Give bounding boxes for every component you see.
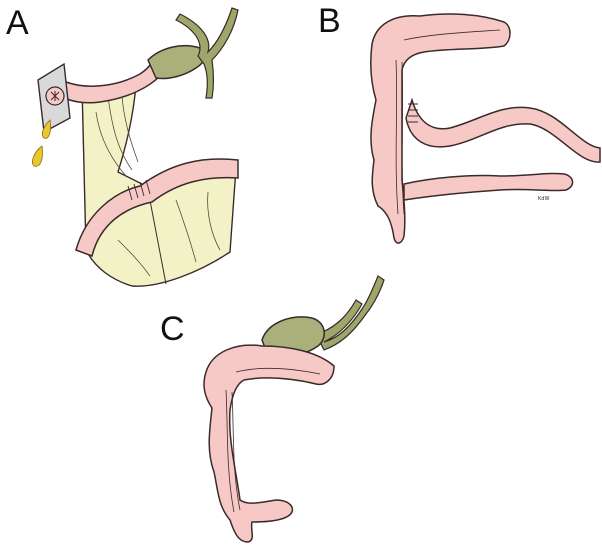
proximal-bowel-loop (64, 62, 160, 103)
small-bowel-loop (406, 100, 600, 162)
panel-label-c: C (160, 312, 185, 346)
panel-a-illustration (32, 8, 238, 286)
panel-label-a: A (6, 6, 29, 40)
panel-label-b: B (318, 4, 341, 38)
panel-b-illustration: KdW (371, 14, 600, 243)
signature: KdW (538, 196, 549, 202)
bile-drop (32, 146, 42, 166)
colon (204, 345, 334, 542)
panel-c-illustration (204, 276, 384, 542)
gallbladder (148, 46, 205, 79)
bile-duct (316, 276, 384, 350)
